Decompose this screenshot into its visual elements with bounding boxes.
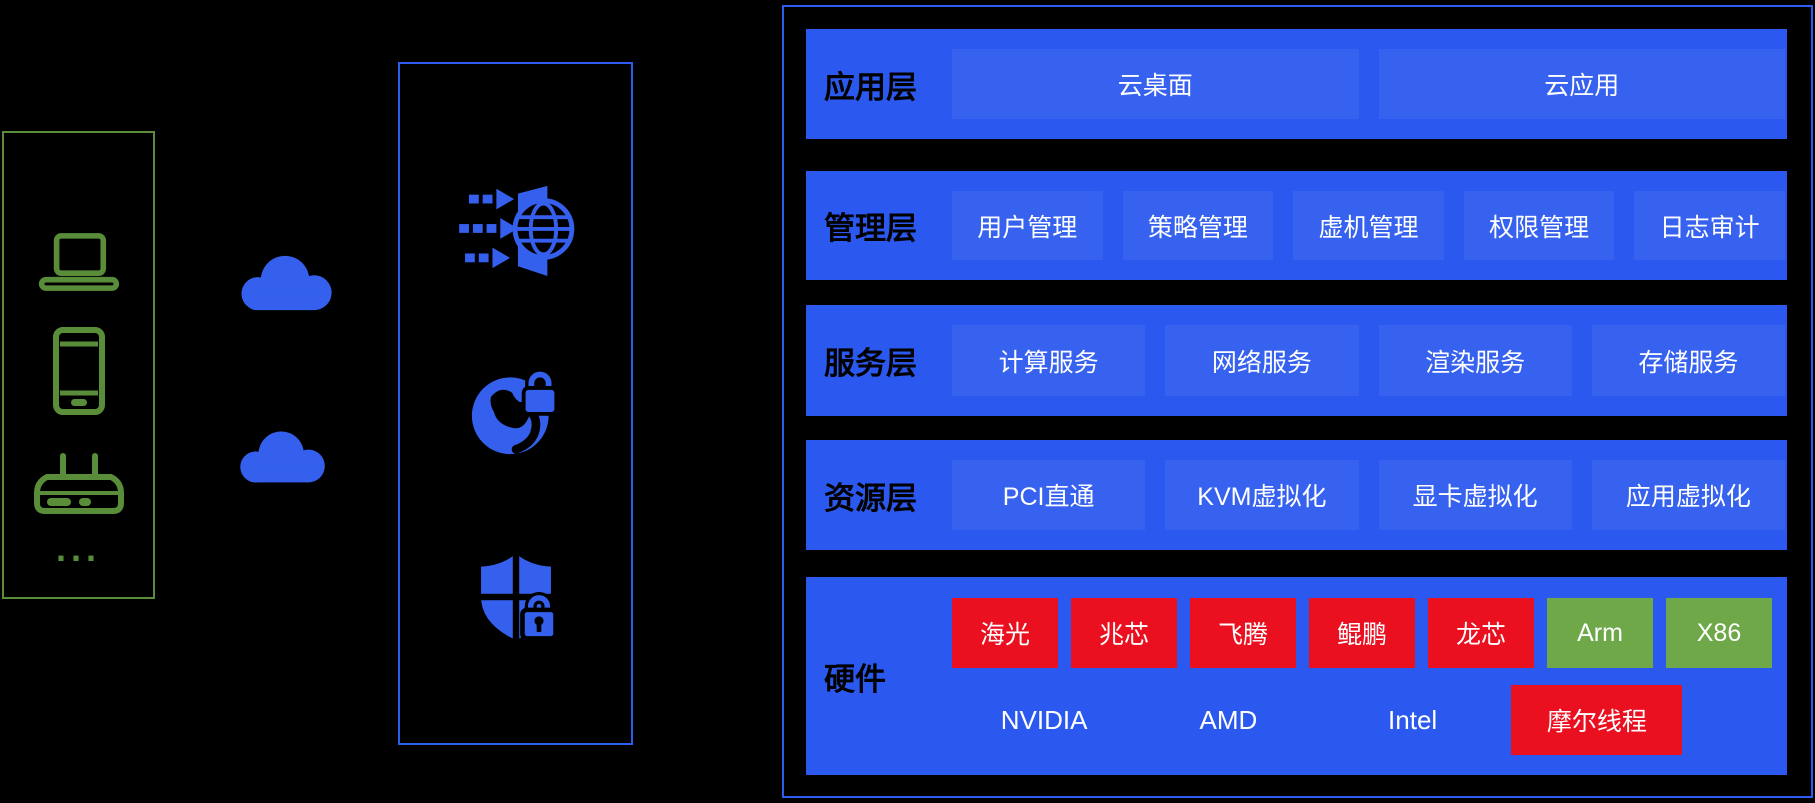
gpu-vendor-label: Intel xyxy=(1388,704,1438,735)
chip-box: 龙芯 xyxy=(1428,598,1534,668)
security-shield-icon xyxy=(470,550,562,649)
router-icon xyxy=(33,451,125,522)
architecture-panel: 应用层 云桌面 云应用 管理层 用户管理 策略管理 虚机管理 权限管理 日志审计… xyxy=(782,5,1813,798)
layer-label: 应用层 xyxy=(824,69,917,105)
smartphone-icon xyxy=(52,327,105,420)
gpu-vendor-label: AMD xyxy=(1199,704,1258,735)
gateway-panel xyxy=(398,62,633,745)
layer-item: 虚机管理 xyxy=(1293,191,1444,260)
service-layer-band: 服务层 计算服务 网络服务 渲染服务 存储服务 xyxy=(806,305,1787,416)
layer-item: 日志审计 xyxy=(1634,191,1785,260)
layer-item: 权限管理 xyxy=(1463,191,1615,260)
hardware-rows: 海光 兆芯 飞腾 鲲鹏 龙芯 Arm X86 NVIDIA AMD Intel … xyxy=(952,577,1787,775)
cpu-chip-row: 海光 兆芯 飞腾 鲲鹏 龙芯 Arm X86 xyxy=(952,598,1787,668)
layer-item: 显卡虚拟化 xyxy=(1378,460,1572,530)
layer-item: 云桌面 xyxy=(952,49,1359,119)
cloud-icon xyxy=(228,250,346,319)
layer-item: 网络服务 xyxy=(1165,325,1359,396)
secure-globe-icon xyxy=(468,364,564,463)
chip-box: Arm xyxy=(1547,598,1653,668)
layer-label: 管理层 xyxy=(824,211,917,246)
layer-item: 计算服务 xyxy=(952,325,1146,396)
layer-label: 服务层 xyxy=(824,346,917,381)
chip-box: 飞腾 xyxy=(1190,598,1296,668)
gpu-chip-box: 摩尔线程 xyxy=(1511,685,1683,755)
chip-box: X86 xyxy=(1666,598,1772,668)
layer-item: 用户管理 xyxy=(952,191,1103,260)
application-layer-band: 应用层 云桌面 云应用 xyxy=(806,29,1787,139)
layer-items: 计算服务 网络服务 渲染服务 存储服务 xyxy=(952,305,1785,416)
chip-box: 海光 xyxy=(952,598,1058,668)
hardware-label: 硬件 xyxy=(824,661,886,697)
layer-label: 资源层 xyxy=(824,480,917,516)
management-layer-band: 管理层 用户管理 策略管理 虚机管理 权限管理 日志审计 xyxy=(806,171,1787,280)
devices-ellipsis: ... xyxy=(55,528,102,569)
layer-item: KVM虚拟化 xyxy=(1165,460,1359,530)
laptop-icon xyxy=(37,231,121,298)
gpu-vendor-label: NVIDIA xyxy=(1000,704,1088,735)
access-gateway-icon xyxy=(457,178,575,281)
chip-box: 兆芯 xyxy=(1071,598,1177,668)
layer-items: 云桌面 云应用 xyxy=(952,29,1785,139)
layer-item: PCI直通 xyxy=(952,460,1146,530)
client-devices-panel: ... xyxy=(2,131,155,599)
layer-items: PCI直通 KVM虚拟化 显卡虚拟化 应用虚拟化 xyxy=(952,440,1785,550)
layer-item: 策略管理 xyxy=(1122,191,1274,260)
gpu-vendor-row: NVIDIA AMD Intel 摩尔线程 xyxy=(952,685,1689,755)
layer-item: 应用虚拟化 xyxy=(1591,460,1785,530)
gpu-vendor-cell: 摩尔线程 xyxy=(1505,685,1689,755)
layer-items: 用户管理 策略管理 虚机管理 权限管理 日志审计 xyxy=(952,171,1785,280)
layer-item: 云应用 xyxy=(1378,49,1785,119)
layer-item: 存储服务 xyxy=(1591,325,1785,396)
cloud-icon xyxy=(222,426,344,491)
hardware-band: 硬件 海光 兆芯 飞腾 鲲鹏 龙芯 Arm X86 NVIDIA AMD Int… xyxy=(806,577,1787,775)
layer-item: 渲染服务 xyxy=(1378,325,1572,396)
resource-layer-band: 资源层 PCI直通 KVM虚拟化 显卡虚拟化 应用虚拟化 xyxy=(806,440,1787,550)
chip-box: 鲲鹏 xyxy=(1309,598,1415,668)
